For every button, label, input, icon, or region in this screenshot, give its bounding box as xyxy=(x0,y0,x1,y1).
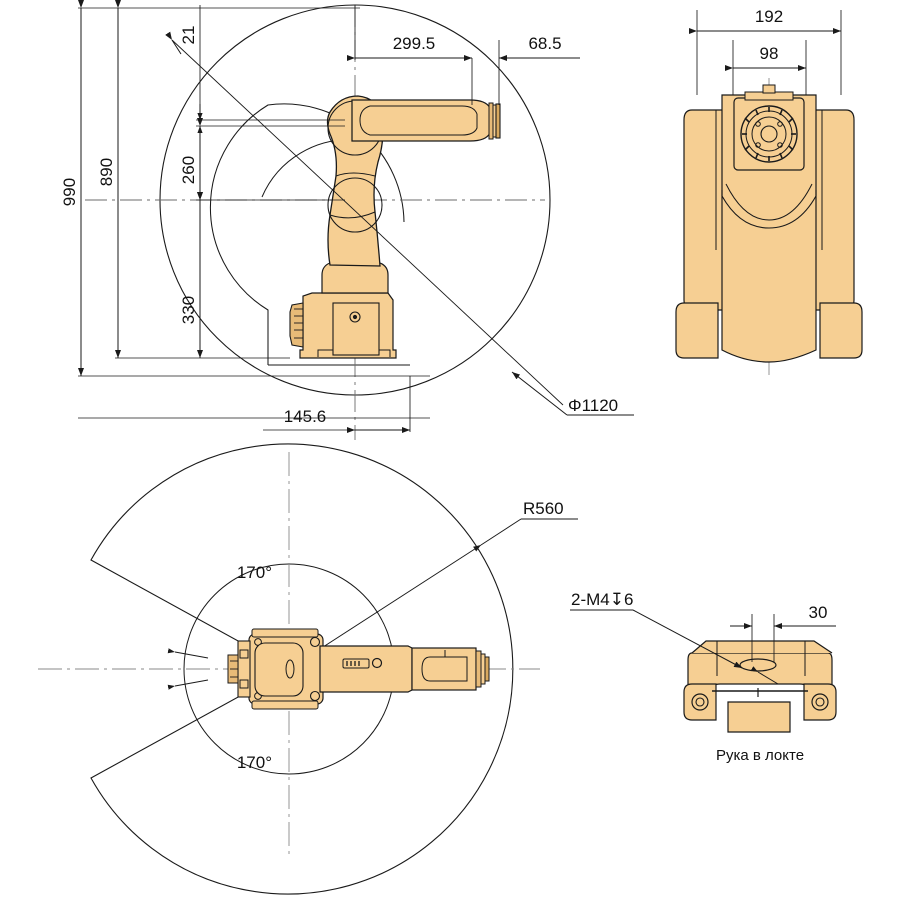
flange-bolt-1 xyxy=(755,121,761,127)
elbow-slot xyxy=(739,658,777,672)
dim-98-label: 98 xyxy=(760,44,779,63)
wrist-flange xyxy=(488,102,501,140)
front-shoulder-cut xyxy=(721,190,817,229)
elbow-detail-view: 30 2-M4↧6 Рука в локте xyxy=(570,590,837,764)
elbow-stem xyxy=(727,701,791,733)
plan-turret-body xyxy=(254,642,304,697)
flange-bore xyxy=(760,125,778,143)
dim-170-upper-label: 170° xyxy=(237,563,272,582)
plan-arm-link xyxy=(319,645,413,693)
plan-flange-3 xyxy=(484,656,490,682)
elbow-boss-right-inner xyxy=(815,697,825,707)
dim-phi1120-label: Φ1120 xyxy=(568,396,618,415)
plan-center-slot xyxy=(285,659,295,679)
leader-thread-note xyxy=(632,609,743,669)
front-left-foot xyxy=(675,302,719,359)
construction-diagonal-1 xyxy=(171,39,564,406)
plan-flange-2 xyxy=(480,653,486,685)
dim-R560-label: R560 xyxy=(523,499,564,518)
front-turret-nub xyxy=(762,84,776,94)
dim-299-5-label: 299.5 xyxy=(393,34,436,53)
elbow-main-body xyxy=(687,652,833,703)
dim-thread-note-label: 2-M4↧6 xyxy=(571,590,633,609)
dim-260-label: 260 xyxy=(179,156,198,184)
plan-wrist-cylinder xyxy=(421,656,468,682)
front-view: 192 98 xyxy=(675,7,863,375)
front-right-foot xyxy=(819,302,863,359)
plan-tab-lower xyxy=(239,679,249,689)
elbow-top-chamfer xyxy=(691,640,833,654)
forearm-inner-outline xyxy=(359,105,478,136)
base-connector xyxy=(289,302,304,348)
plan-base-bottom-rail xyxy=(251,700,319,710)
construction-diagonal-arrow xyxy=(165,31,182,55)
plan-base-top-rail xyxy=(251,628,319,638)
side-view-dimensions: 990 890 21 260 330 299.5 68.5 145.6 xyxy=(60,0,634,433)
dim-990-label: 990 xyxy=(60,178,79,206)
leader-phi1120 xyxy=(511,371,568,416)
leader-R560-tail xyxy=(480,518,522,546)
dim-30-label: 30 xyxy=(809,603,828,622)
plan-bolt-br xyxy=(309,690,321,702)
elbow-boss-left-inner xyxy=(695,697,705,707)
dim-145-6-label: 145.6 xyxy=(284,407,327,426)
flange-bolt-4 xyxy=(777,142,783,148)
flange-bolt-3 xyxy=(755,142,761,148)
plan-tab-upper xyxy=(239,649,249,659)
flange-bolt-2 xyxy=(777,121,783,127)
plan-panel xyxy=(342,658,370,669)
base-access-panel xyxy=(332,302,380,356)
plan-flange-1 xyxy=(475,650,482,688)
dim-192-label: 192 xyxy=(755,7,783,26)
waist-column xyxy=(321,262,389,294)
robot-plan-body xyxy=(227,628,490,710)
plan-wedge-arrow-upper xyxy=(167,648,209,659)
elbow-detail-caption: Рука в локте xyxy=(716,747,804,764)
plan-base-lug-left xyxy=(237,640,251,698)
plan-panel-button xyxy=(371,657,383,669)
dim-68-5-label: 68.5 xyxy=(528,34,561,53)
leader-thread-note-2 xyxy=(750,666,779,685)
plan-bolt-tr xyxy=(309,636,321,648)
joint-j2-circle xyxy=(327,177,383,233)
plan-view: 170° 170° R560 xyxy=(38,443,578,895)
flange-knurl xyxy=(742,107,796,161)
dim-170-lower-label: 170° xyxy=(237,753,272,772)
dim-890-label: 890 xyxy=(97,158,116,186)
envelope-curve-inner xyxy=(209,103,405,365)
dim-330-label: 330 xyxy=(179,296,198,324)
front-shoulder-cut-inner xyxy=(725,183,813,221)
base-bolt-inner xyxy=(352,314,358,320)
plan-wedge-arrow-lower xyxy=(167,679,209,690)
dim-21-label: 21 xyxy=(179,26,198,45)
